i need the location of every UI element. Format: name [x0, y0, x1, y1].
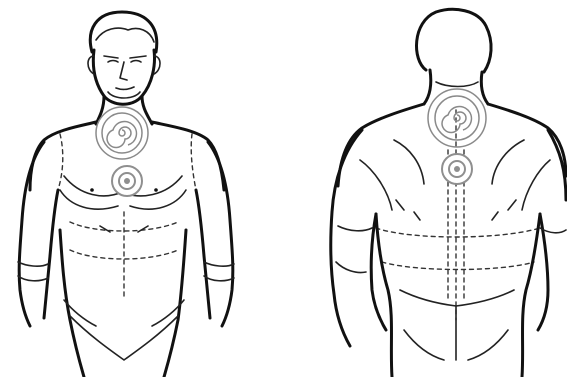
dot-marker-mid-back [442, 154, 472, 184]
front-right-arm [196, 142, 233, 326]
spiral-marker-throat [96, 107, 148, 159]
back-waist [376, 214, 540, 377]
spiral-marker-upper-back [428, 89, 486, 147]
front-head [93, 50, 154, 104]
front-left-arm [19, 142, 58, 326]
front-figure [18, 12, 234, 377]
front-waist [60, 230, 186, 377]
dot-marker-sternum [112, 166, 142, 196]
back-head [417, 9, 492, 72]
back-figure [331, 9, 566, 377]
